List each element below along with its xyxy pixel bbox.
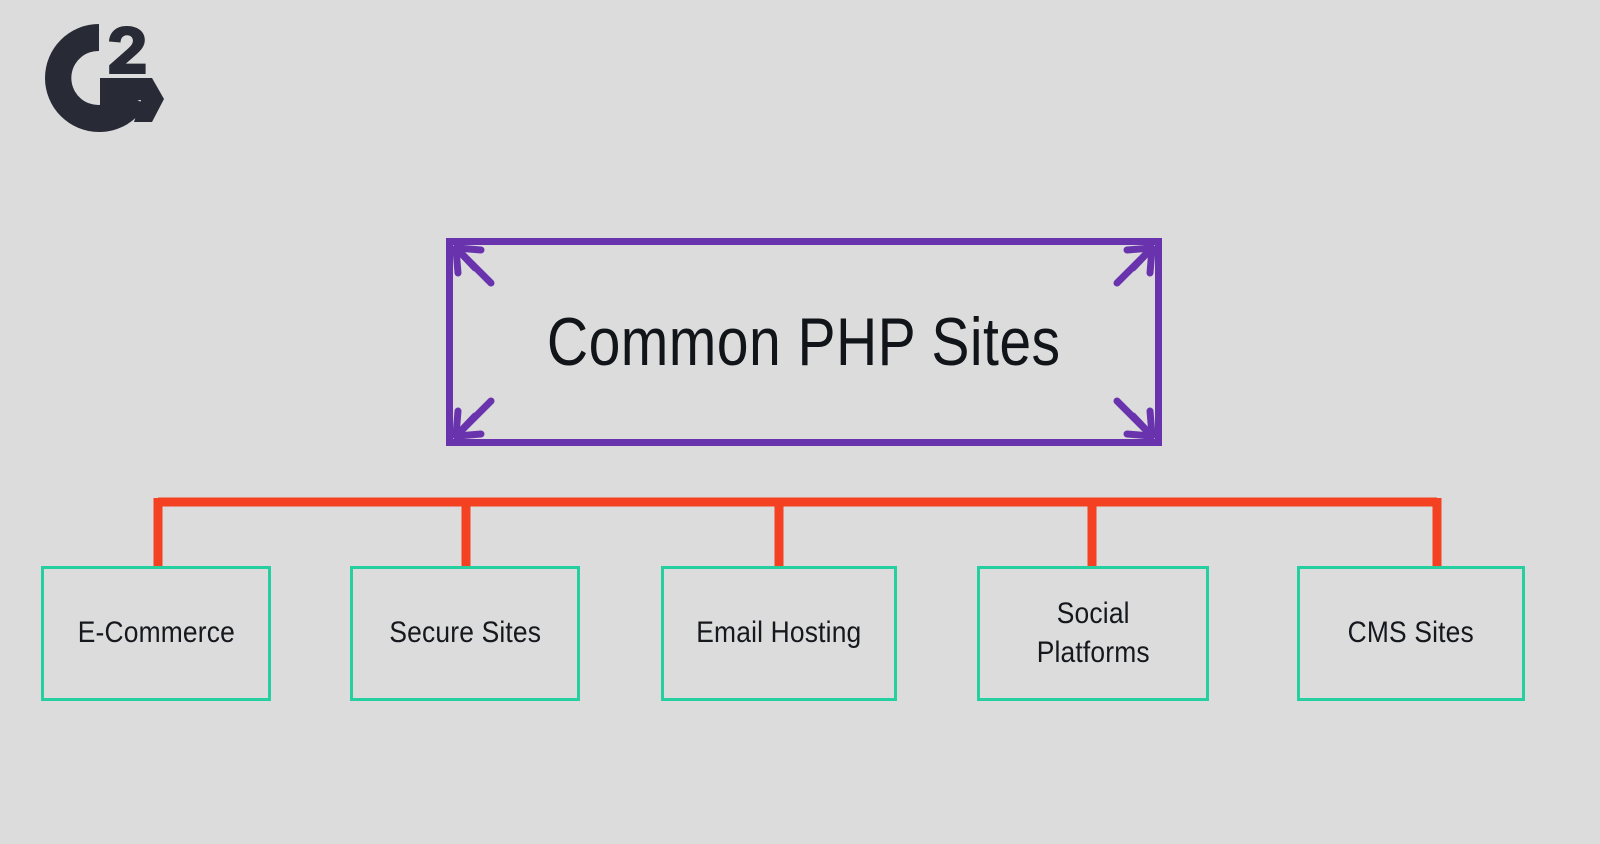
- leaf-node-label: Secure Sites: [389, 616, 541, 650]
- root-node-common-php-sites[interactable]: Common PHP Sites: [446, 238, 1162, 446]
- corner-arrow-bottom-left-icon: [449, 389, 503, 443]
- leaf-node-social-platforms[interactable]: Social Platforms: [977, 566, 1209, 701]
- corner-arrow-top-right-icon: [1105, 241, 1159, 295]
- leaf-node-label: E-Commerce: [77, 616, 235, 650]
- leaf-node-label: CMS Sites: [1347, 616, 1475, 650]
- leaf-node-label-line1: Social: [1056, 597, 1130, 631]
- leaf-node-e-commerce[interactable]: E-Commerce: [41, 566, 271, 701]
- leaf-node-label: Social Platforms: [1031, 595, 1155, 671]
- leaf-node-label: Email Hosting: [696, 616, 862, 650]
- leaf-node-email-hosting[interactable]: Email Hosting: [661, 566, 897, 701]
- g2-logo-icon: [30, 12, 170, 144]
- leaf-node-label-line2: Platforms: [1036, 635, 1150, 669]
- corner-arrow-bottom-right-icon: [1105, 389, 1159, 443]
- leaf-node-cms-sites[interactable]: CMS Sites: [1297, 566, 1525, 701]
- page-title: Common PHP Sites: [547, 304, 1061, 380]
- corner-arrow-top-left-icon: [449, 241, 503, 295]
- leaf-node-secure-sites[interactable]: Secure Sites: [350, 566, 580, 701]
